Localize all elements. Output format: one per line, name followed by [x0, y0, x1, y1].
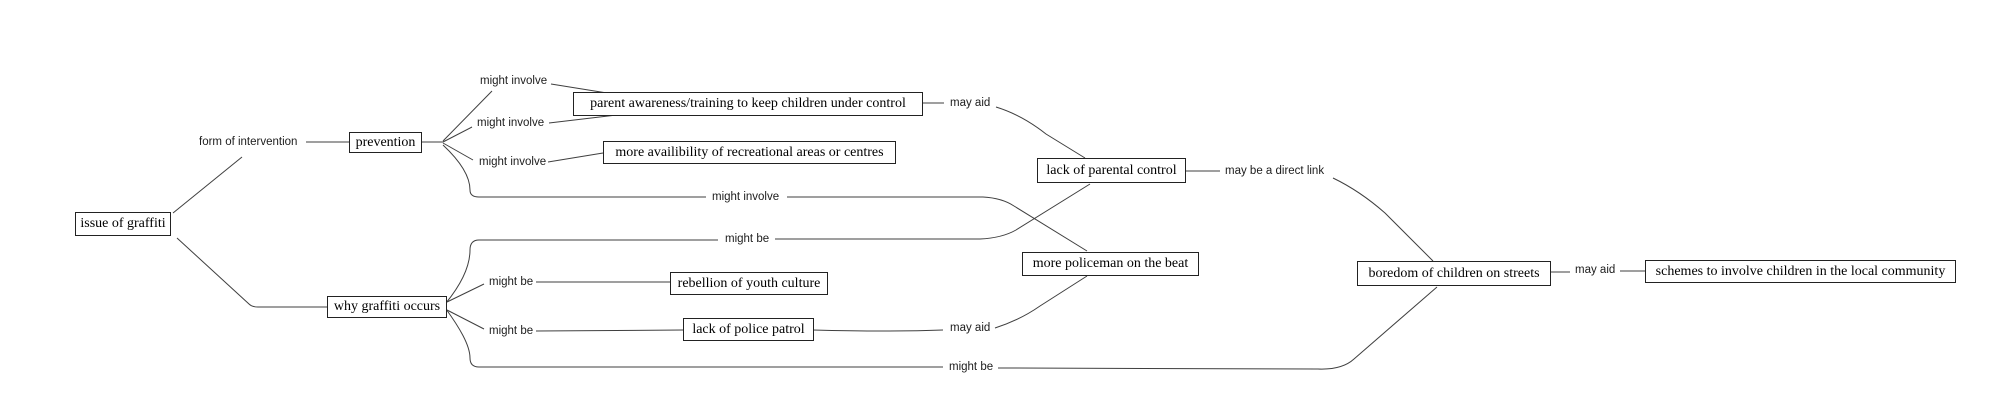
edge-line-prevention-availibility	[547, 152, 604, 163]
edge-line-prevention-policeman	[442, 144, 706, 198]
node-rebellion-of-youth-culture[interactable]: rebellion of youth culture	[670, 272, 828, 295]
node-lack-of-parental-control[interactable]: lack of parental control	[1037, 158, 1186, 183]
node-prevention[interactable]: prevention	[349, 132, 422, 153]
edge-label-might-be-parental[interactable]: might be	[723, 233, 772, 246]
edge-label-might-involve-1[interactable]: might involve	[478, 75, 550, 88]
edge-label-form-of-intervention[interactable]: form of intervention	[197, 136, 300, 149]
edge-line-why-police	[535, 329, 684, 332]
edge-line-prevention-parent-1	[442, 90, 493, 142]
edge-line-why-boredom	[997, 286, 1438, 370]
node-schemes-to-involve-children[interactable]: schemes to involve children in the local…	[1645, 260, 1956, 283]
edge-line-issue-why	[176, 237, 327, 308]
node-more-availibility[interactable]: more availibility of recreational areas …	[603, 141, 896, 164]
edge-line-prevention-parent-2	[442, 126, 473, 143]
edge-line-parent-parental	[995, 106, 1086, 159]
edge-line-why-parental	[775, 183, 1091, 240]
edge-line-why-rebellion	[446, 283, 485, 303]
edge-line-prevention-availibility	[442, 142, 474, 161]
edge-label-might-involve-4[interactable]: might involve	[710, 191, 782, 204]
node-lack-of-police-patrol[interactable]: lack of police patrol	[683, 318, 814, 341]
edge-line-why-boredom	[445, 308, 943, 368]
edge-label-may-aid-parent[interactable]: may aid	[948, 97, 993, 110]
node-more-policeman-on-the-beat[interactable]: more policeman on the beat	[1022, 252, 1199, 276]
edge-label-might-involve-2[interactable]: might involve	[475, 117, 547, 130]
edge-label-might-be-police[interactable]: might be	[487, 325, 536, 338]
edge-label-may-aid-police[interactable]: may aid	[948, 322, 993, 335]
edge-line-prevention-policeman	[787, 196, 1088, 252]
node-issue-of-graffiti[interactable]: issue of graffiti	[75, 212, 171, 236]
edge-line-why-police	[446, 309, 485, 330]
edge-line-prevention-parent-1	[550, 83, 608, 94]
edge-line-issue-prevention	[172, 156, 243, 214]
edge-label-may-aid-schemes[interactable]: may aid	[1573, 264, 1618, 277]
node-why-graffiti-occurs[interactable]: why graffiti occurs	[327, 296, 447, 318]
edge-line-police-policeman	[812, 329, 944, 332]
edge-line-why-parental	[445, 239, 718, 304]
node-boredom-of-children-on-streets[interactable]: boredom of children on streets	[1357, 261, 1551, 286]
edge-label-might-be-boredom[interactable]: might be	[947, 361, 996, 374]
edge-label-may-be-a-direct-link[interactable]: may be a direct link	[1223, 165, 1327, 178]
node-parent-awareness[interactable]: parent awareness/training to keep childr…	[573, 92, 923, 116]
edge-label-might-be-rebellion[interactable]: might be	[487, 276, 536, 289]
edge-line-police-policeman	[994, 275, 1088, 329]
edge-line-parental-boredom	[1332, 177, 1434, 262]
edge-label-might-involve-3[interactable]: might involve	[477, 156, 549, 169]
